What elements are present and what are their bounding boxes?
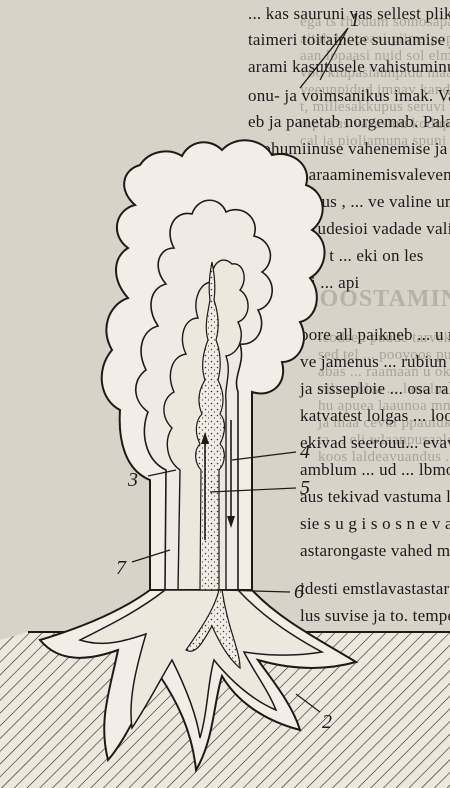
- figure-label-2: 2: [322, 711, 332, 733]
- figure-label-4: 4: [300, 441, 310, 463]
- leader-1b: [320, 28, 348, 80]
- figure-label-5: 5: [300, 477, 310, 499]
- figure-label-6: 6: [294, 581, 304, 603]
- figure-label-7: 7: [116, 557, 127, 579]
- figure-label-1: 1: [350, 9, 360, 31]
- leader-1: [300, 28, 348, 88]
- figure-label-3: 3: [127, 469, 138, 491]
